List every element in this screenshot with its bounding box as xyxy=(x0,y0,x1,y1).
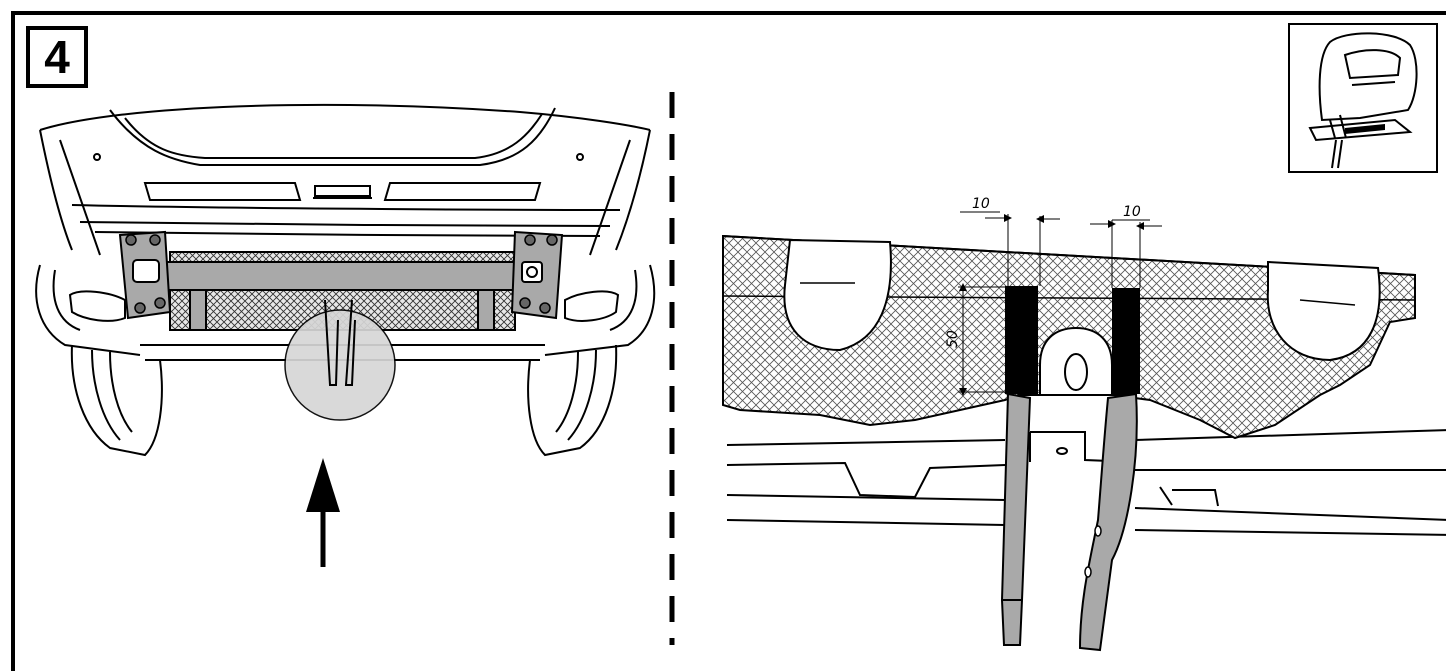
dimension-label-depth: 50 xyxy=(945,330,961,348)
crossbar xyxy=(159,261,521,291)
tow-eye-hole xyxy=(1064,353,1088,391)
dimension-left-width xyxy=(960,211,1060,286)
dimension-depth xyxy=(958,283,1005,396)
dimension-label-right: 10 xyxy=(1123,204,1141,220)
highlight-brackets xyxy=(324,299,356,386)
bracket-left xyxy=(1000,392,1032,646)
step-number: 4 xyxy=(26,26,88,88)
highlight-circle xyxy=(284,309,396,421)
page-border xyxy=(11,11,1446,671)
jigsaw-icon xyxy=(1288,23,1438,173)
up-arrow-icon xyxy=(306,458,340,567)
dimension-right-width xyxy=(1090,219,1162,288)
bracket-right xyxy=(1078,392,1138,652)
bumper-lower-outline xyxy=(726,429,1446,536)
cut-slot-left xyxy=(1005,286,1038,394)
dimension-label-left: 10 xyxy=(972,196,990,212)
bumper-pockets xyxy=(783,238,1381,362)
cut-slot-right xyxy=(1112,288,1140,394)
